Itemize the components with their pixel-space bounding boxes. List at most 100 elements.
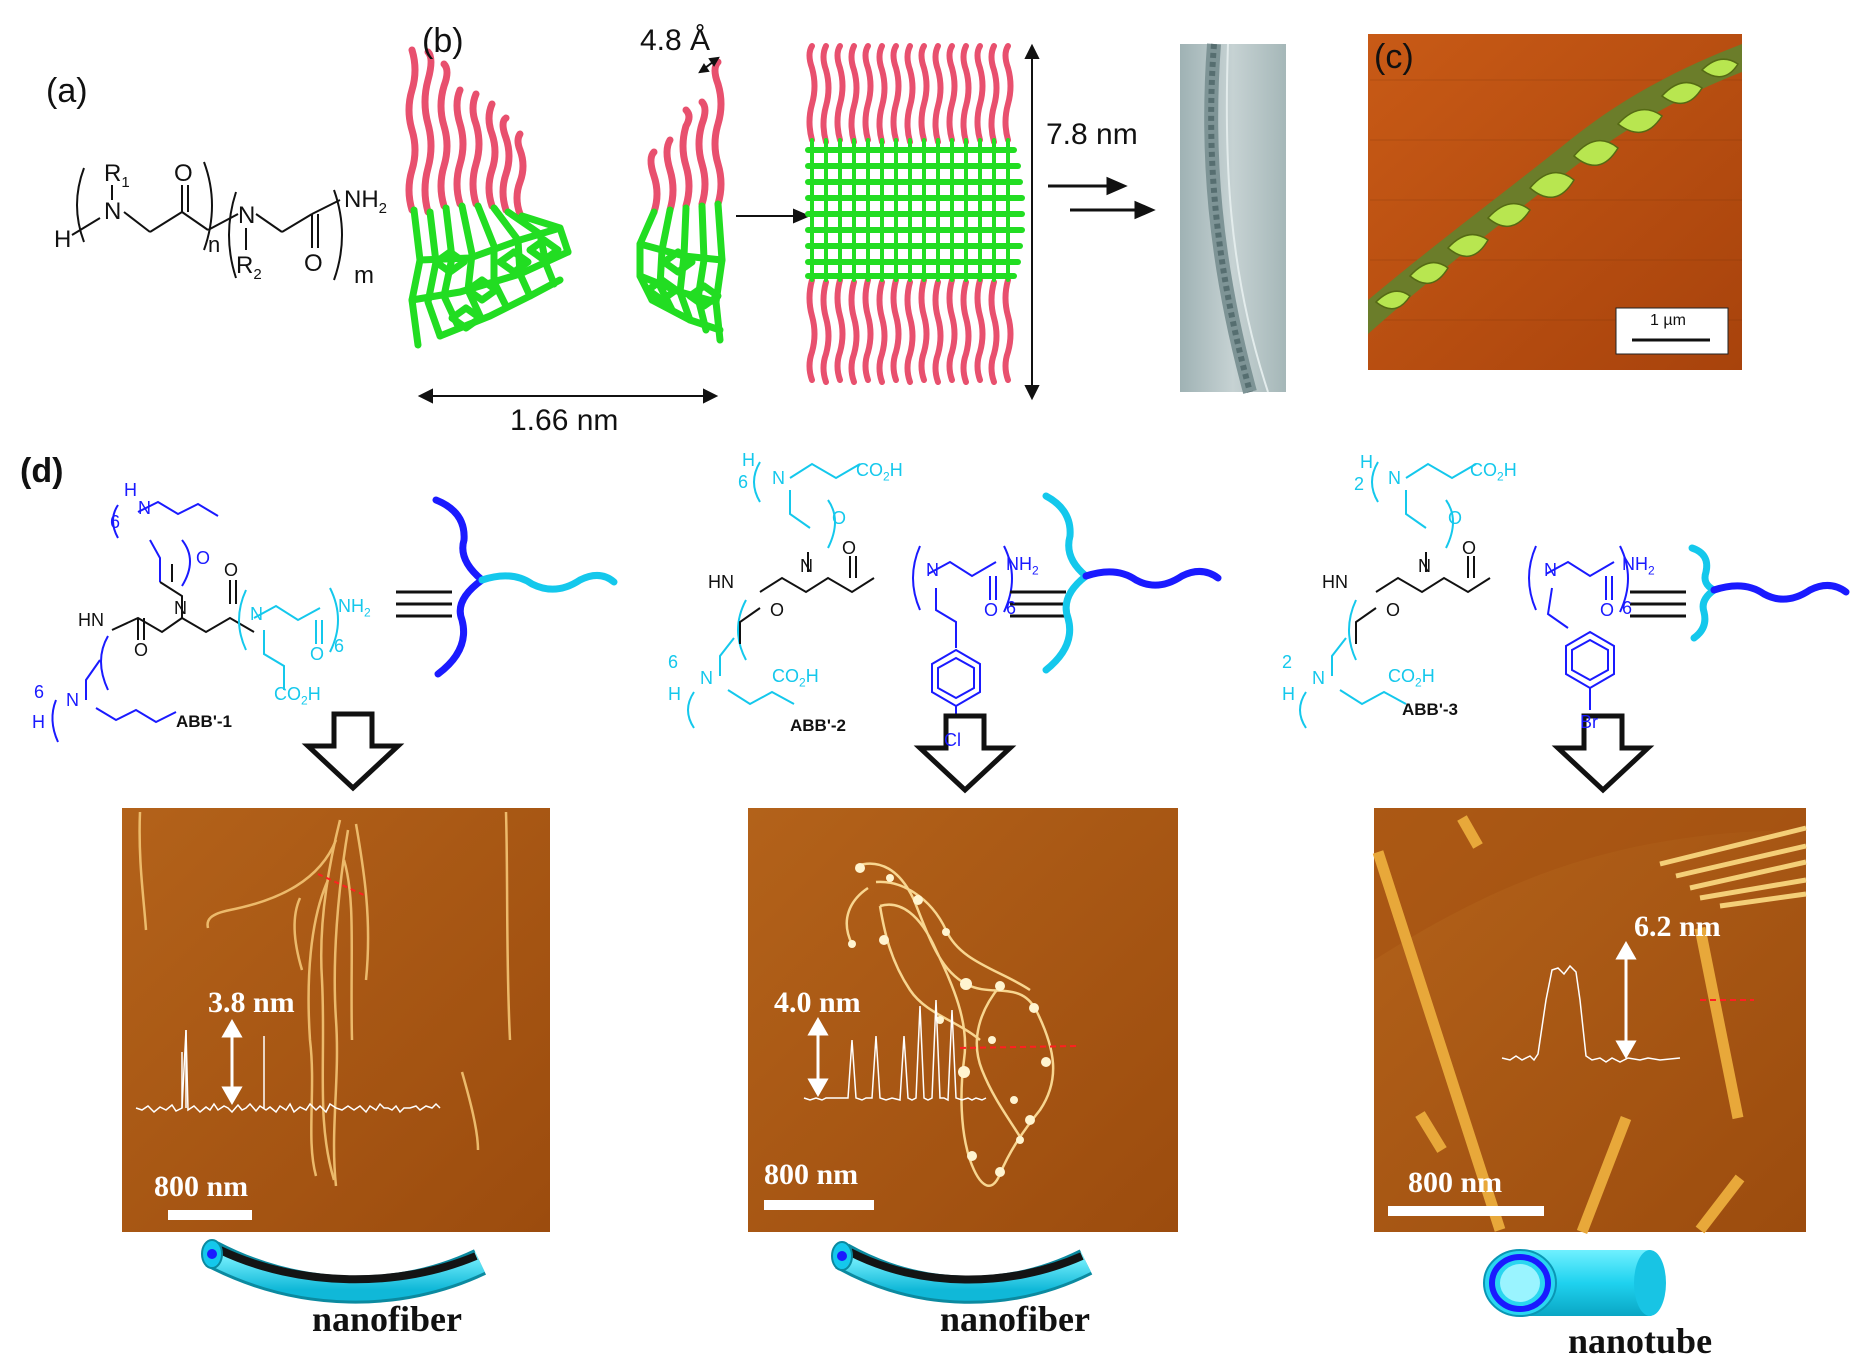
spacing-arrow (698, 56, 720, 74)
morphology-label-2: nanofiber (940, 1299, 1091, 1339)
abb1-name: ABB'-1 (176, 712, 232, 731)
afm1-scale-label: 800 nm (154, 1170, 249, 1203)
topology-abb3 (1688, 544, 1850, 642)
afm1-height-label: 3.8 nm (208, 986, 295, 1019)
abb1-skeleton (51, 500, 339, 743)
abb1-hn: HN (78, 610, 104, 630)
topology-abb1 (432, 496, 618, 678)
height-arrow-2 (807, 1016, 829, 1098)
abb3-co2h-low: CO2H (1388, 666, 1435, 690)
abb2-n-top: N (772, 468, 785, 488)
abb1-nh2: NH2 (338, 596, 371, 620)
abb1-co2h: CO2H (274, 684, 321, 708)
nanotube-cartoon (1483, 1249, 1666, 1317)
spacing-label: 4.8 Å (640, 24, 711, 57)
abb3-nh2: NH2 (1622, 554, 1655, 578)
atom-n1: N (104, 198, 122, 225)
morphology-label-3: nanotube (1568, 1321, 1713, 1361)
abb1-six-cyan: 6 (334, 636, 345, 656)
morphology-label-1: nanofiber (312, 1299, 463, 1339)
height-profile-3 (1501, 964, 1681, 1063)
panel-label-c: (c) (1374, 38, 1414, 76)
abb2-six-top: 6 (738, 472, 749, 492)
abb2-n-low: N (700, 668, 713, 688)
abb2-hn: HN (708, 572, 734, 592)
abb3-hn: HN (1322, 572, 1348, 592)
abb1-n-mid: N (174, 598, 187, 618)
panel-label-b: (b) (422, 22, 464, 60)
height-label: 7.8 nm (1046, 118, 1138, 151)
abb2-n-blue: N (926, 560, 939, 580)
bracket-n-left (76, 167, 85, 243)
panel-label-d: (d) (20, 452, 64, 490)
abb1-six-low: 6 (34, 682, 45, 702)
growth-arrows (1048, 176, 1156, 220)
width-label: 1.66 nm (510, 404, 619, 437)
abb2-six-low: 6 (668, 652, 679, 672)
abb3-two-top: 2 (1354, 474, 1365, 494)
height-profile-1 (135, 1029, 441, 1114)
abb3-o-low: O (1386, 600, 1401, 620)
nanofiber-cartoon-2 (831, 1241, 1093, 1304)
abb3-skeleton (1299, 461, 1629, 729)
afm-image-2 (748, 808, 1178, 1232)
panel-b-left-bilayer (405, 46, 572, 349)
abb1-o-cyan: O (310, 644, 325, 664)
afm-image-3 (1372, 808, 1807, 1234)
abb1-o-mid: O (224, 560, 239, 580)
abb1-o-top: O (196, 548, 211, 568)
abb3-o-mid: O (1462, 538, 1477, 558)
atom-h: H (54, 226, 72, 253)
abb1-n-cyan: N (250, 604, 263, 624)
abb3-six-blue: 6 (1622, 598, 1633, 618)
abb2-n-mid: N (800, 556, 813, 576)
abb2-h-top: H (742, 450, 755, 470)
abb1-h-low: H (32, 712, 45, 732)
abb2-name: ABB'-2 (790, 716, 846, 735)
abb2-h-low: H (668, 684, 681, 704)
atom-n2: N (238, 202, 256, 229)
abb1-n-top: N (138, 498, 151, 518)
afm2-scale-label: 800 nm (764, 1158, 859, 1191)
bracket-m-right (333, 189, 343, 281)
width-arrow (417, 388, 719, 404)
panel-c-afm (1368, 34, 1742, 370)
abb2-co2h-low: CO2H (772, 666, 819, 690)
atom-o1: O (174, 160, 193, 187)
afm2-height-label: 4.0 nm (774, 986, 861, 1019)
bracket-n-right (203, 161, 213, 251)
atom-r1: R1 (104, 160, 130, 191)
assembled-fibril (805, 43, 1025, 385)
abb2-six-blue: 6 (1006, 598, 1017, 618)
abb3-h-low: H (1282, 684, 1295, 704)
abb2-o-top: O (832, 508, 847, 528)
down-arrows (301, 711, 1655, 794)
subscript-m: m (354, 262, 374, 289)
nanofiber-cartoon-1 (201, 1239, 487, 1304)
sem-image (1180, 43, 1286, 394)
abb3-name: ABB'-3 (1402, 700, 1458, 719)
scale-label-c: 1 µm (1650, 312, 1686, 329)
afm3-scale-label: 800 nm (1408, 1166, 1503, 1199)
abb1-six-top: 6 (110, 512, 121, 532)
abb3-co2h-top: CO2H (1470, 460, 1517, 484)
abb3-h-top: H (1360, 452, 1373, 472)
abb1-h-top: H (124, 480, 137, 500)
panel-label-a: (a) (46, 72, 88, 110)
abb3-br: Br (1580, 712, 1598, 732)
assembly-arrow (736, 208, 811, 224)
abb3-two-low: 2 (1282, 652, 1293, 672)
abb3-o-top: O (1448, 508, 1463, 528)
abb1-n-low: N (66, 690, 79, 710)
abb2-skeleton (687, 461, 1013, 729)
abb3-n-low: N (1312, 668, 1325, 688)
height-arrow-1 (221, 1018, 243, 1106)
abb1-o-low: O (134, 640, 149, 660)
panel-a-structure (71, 161, 343, 281)
atom-o2: O (304, 250, 323, 277)
abb2-cl: Cl (944, 730, 961, 750)
height-profile-2 (803, 999, 987, 1102)
equiv-signs (396, 590, 1686, 618)
